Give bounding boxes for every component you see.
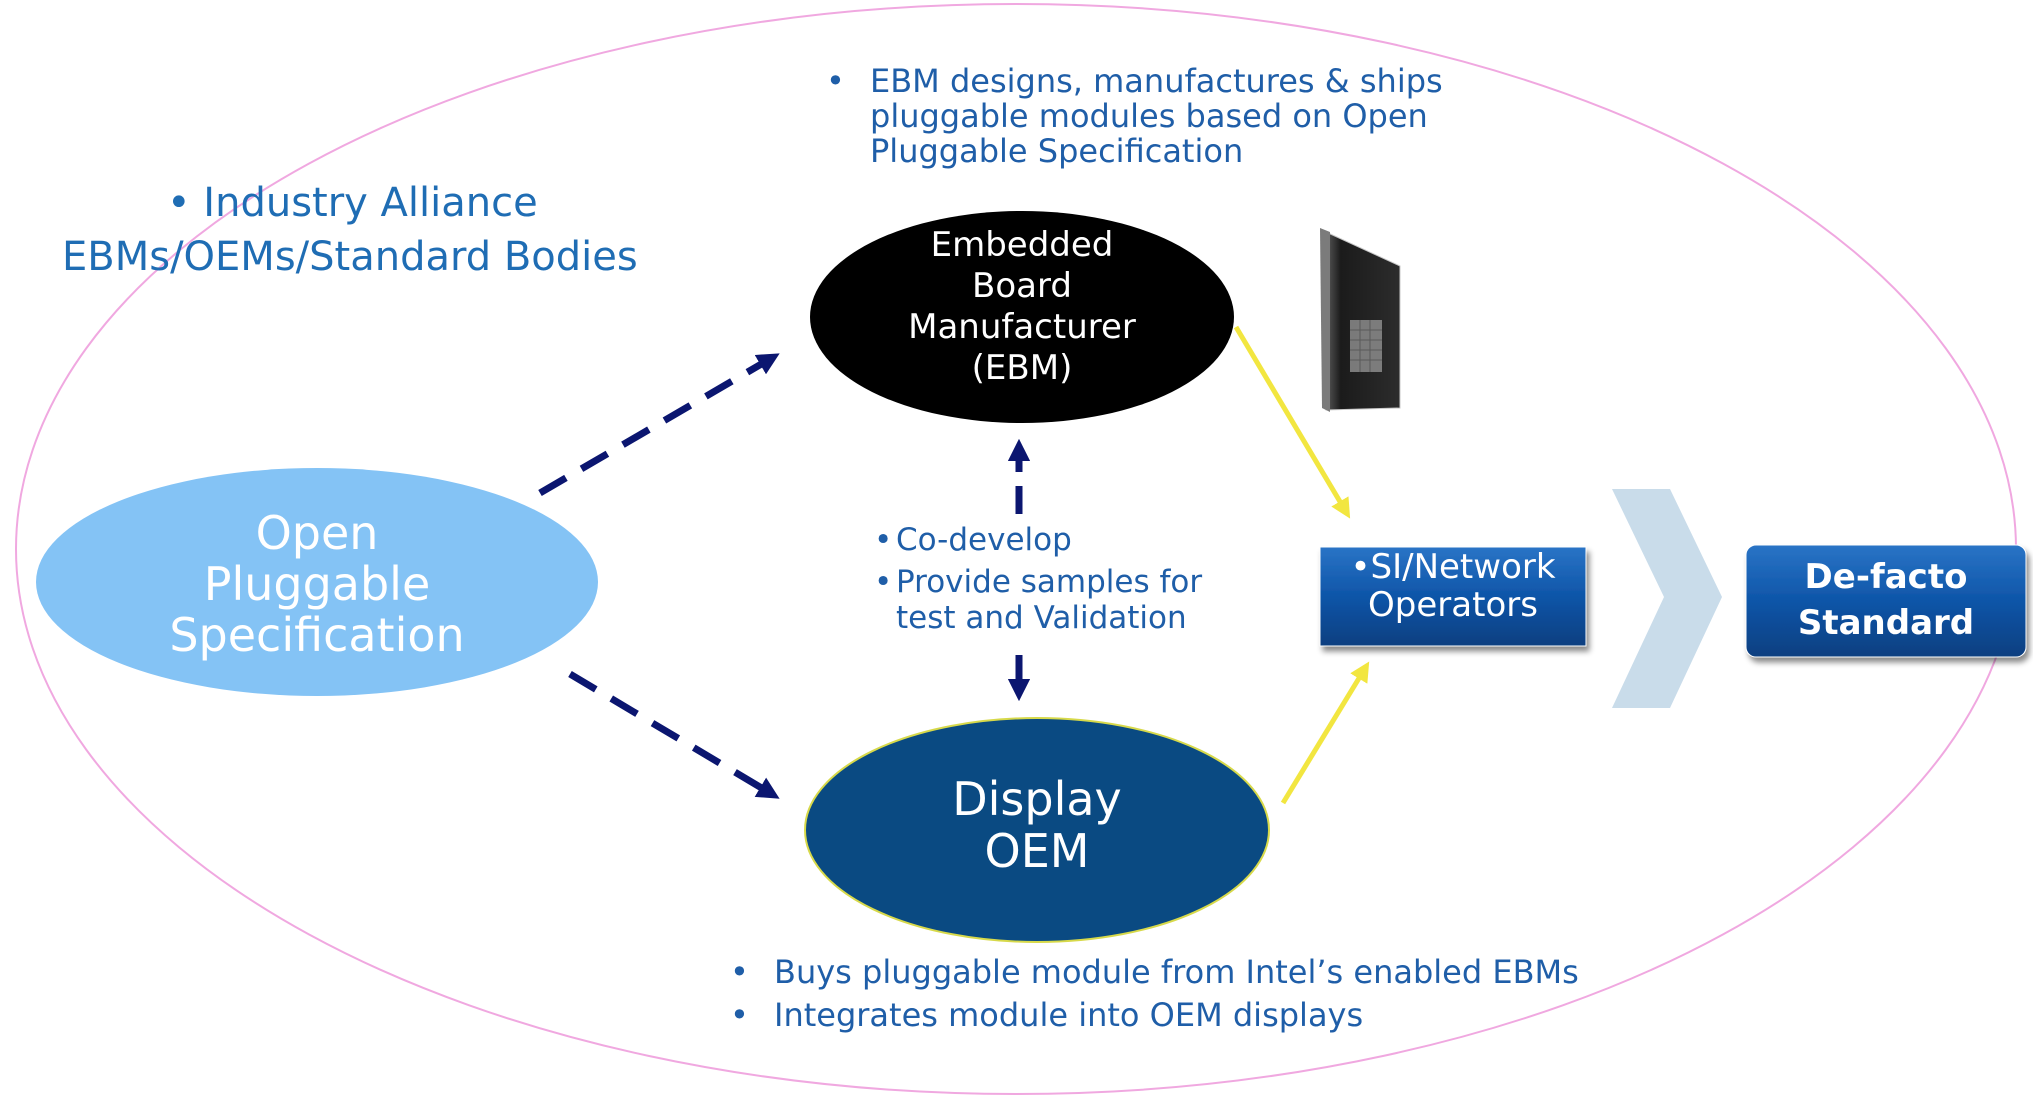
spec-node — [36, 468, 598, 696]
ebm-note-line2: pluggable modules based on Open — [870, 97, 1428, 135]
standard-box — [1745, 544, 2027, 658]
ebm-note-line3: Pluggable Specification — [870, 132, 1244, 170]
bullet: • — [874, 564, 893, 600]
ebm-label-line4: (EBM) — [971, 348, 1073, 388]
spec-label-line2: Pluggable — [203, 557, 431, 611]
codevelop-item2-line1: Provide samples for — [896, 564, 1203, 600]
alliance-label-line2: EBMs/OEMs/Standard Bodies — [62, 234, 638, 280]
operators-box — [1319, 546, 1587, 647]
ebm-notes: • EBM designs, manufactures & ships plugg… — [826, 64, 1443, 169]
chevron-right-icon — [1612, 489, 1722, 708]
bullet: • — [730, 996, 749, 1034]
pluggable-module-image — [1320, 228, 1401, 412]
operators-label-line1: •SI/Network — [1350, 547, 1556, 587]
spec-to-ebm-arrow — [538, 353, 780, 497]
oem-node — [804, 717, 1270, 943]
oem-node-label: Display OEM — [837, 773, 1237, 877]
alliance-label-line1: • Industry Alliance — [167, 180, 538, 226]
ebm-to-operators-arrow — [1233, 325, 1351, 519]
oem-notes: • Buys pluggable module from Intel’s enab… — [730, 951, 1579, 1037]
standard-label: De-facto Standard — [1746, 554, 2026, 646]
spec-node-label: Open Pluggable Specification — [80, 508, 554, 661]
ebm-node — [810, 211, 1234, 423]
oem-to-operators-arrow — [1280, 661, 1370, 805]
bullet: • — [826, 62, 845, 100]
operators-label: •SI/Network Operators — [1320, 548, 1586, 624]
spec-to-oem-arrow — [568, 670, 780, 799]
spec-label-line3: Specification — [169, 608, 465, 662]
spec-label-line1: Open — [255, 506, 379, 560]
oem-label-line1: Display — [952, 772, 1122, 826]
standard-label-line2: Standard — [1797, 603, 1975, 643]
operators-label-line2: Operators — [1368, 585, 1538, 625]
codevelop-notes: •Co-develop •Provide samples for test an… — [874, 522, 1202, 636]
ebm-label-line2: Board — [972, 266, 1072, 306]
oem-label-line2: OEM — [984, 824, 1090, 878]
standard-label-line1: De-facto — [1804, 557, 1968, 597]
ebm-label-line1: Embedded — [930, 225, 1114, 265]
ebm-node-label: Embedded Board Manufacturer (EBM) — [822, 225, 1222, 389]
bullet: • — [730, 953, 749, 991]
ebm-label-line3: Manufacturer — [908, 307, 1136, 347]
ebm-note-line1: EBM designs, manufactures & ships — [870, 62, 1443, 100]
oem-note-item1: Buys pluggable module from Intel’s enabl… — [774, 953, 1579, 991]
codevelop-item2-line2: test and Validation — [896, 600, 1187, 636]
bullet: • — [874, 522, 893, 558]
alliance-label: • Industry Alliance EBMs/OEMs/Standard B… — [62, 176, 638, 284]
oem-note-item2: Integrates module into OEM displays — [774, 996, 1364, 1034]
codevelop-item1: Co-develop — [896, 522, 1072, 558]
